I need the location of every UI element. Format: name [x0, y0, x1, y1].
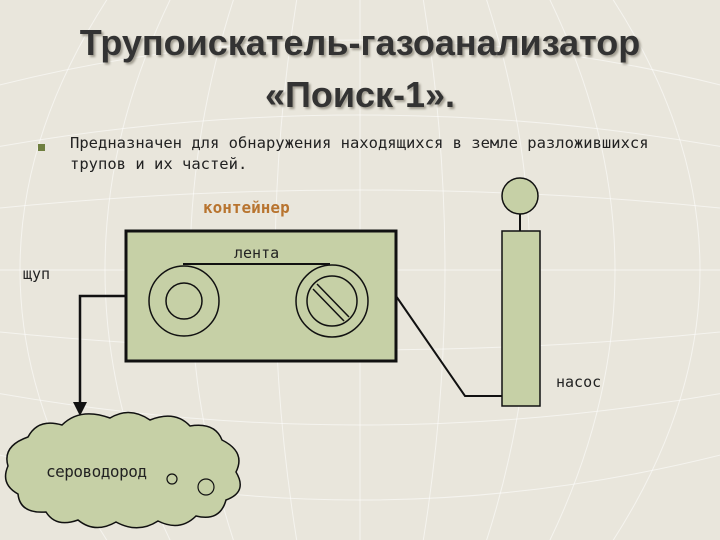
tape-label: лента [234, 244, 280, 262]
gas-cloud [4, 411, 241, 529]
container-label: контейнер [203, 198, 290, 217]
slide-title-line2: «Поиск-1». [264, 74, 456, 115]
hydrogen-sulfide-label: сероводород [46, 462, 147, 481]
pump [501, 177, 541, 407]
probe-label: щуп [23, 265, 51, 283]
pump-label: насос [556, 373, 602, 391]
right-reel [295, 264, 369, 338]
bullet-marker [38, 144, 45, 151]
bullet-text: Предназначен для обнаружения находящихся… [70, 134, 649, 173]
gas-bubbles [166, 473, 215, 496]
left-reel [148, 265, 220, 337]
slide-title-line1: Трупоискатель-газоанализатор [79, 22, 641, 63]
pump-hose [395, 295, 502, 397]
probe-line [73, 294, 126, 416]
